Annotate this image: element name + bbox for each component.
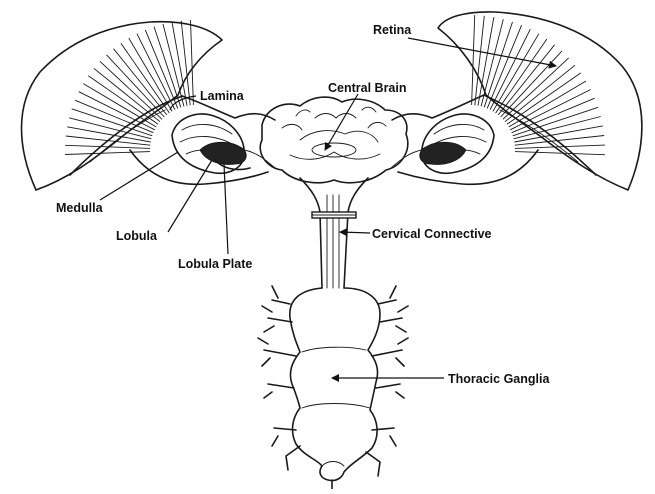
ommatidium-ray: [163, 24, 184, 106]
label-lobula-plate: Lobula Plate: [178, 257, 252, 271]
label-medulla: Medulla: [56, 201, 104, 215]
left-retina-ommatidia: [65, 20, 193, 154]
ommatidium-ray: [181, 21, 190, 106]
right-lobula: [420, 142, 466, 164]
label-retina: Retina: [373, 23, 412, 37]
ommatidium-ray: [514, 126, 603, 142]
ommatidium-ray: [472, 15, 475, 105]
label-central-brain: Central Brain: [328, 81, 407, 95]
ommatidium-ray: [129, 38, 172, 111]
ommatidium-ray: [514, 117, 601, 139]
left-retina: [22, 20, 223, 190]
left-lobula: [200, 142, 246, 164]
ommatidium-ray: [481, 19, 503, 106]
ommatidium-ray: [490, 29, 530, 110]
label-lamina: Lamina: [200, 89, 245, 103]
lobula-plate-leader: [224, 164, 228, 254]
right-retina: [438, 12, 642, 190]
ommatidium-ray: [69, 118, 151, 139]
labels: Retina Lamina Central Brain Medulla Lobu…: [56, 23, 550, 386]
ommatidium-ray: [487, 25, 521, 108]
cervical-connective-leader: [340, 232, 370, 233]
ommatidium-ray: [515, 152, 605, 155]
thoracic-ganglia: [258, 286, 408, 489]
lobula-leader: [168, 160, 212, 232]
head-outline: [130, 95, 538, 184]
ommatidium-ray: [512, 98, 595, 133]
label-cervical-connective: Cervical Connective: [372, 227, 492, 241]
ommatidium-ray: [475, 16, 485, 106]
ommatidium-ray: [510, 90, 591, 130]
ommatidium-ray: [145, 30, 178, 109]
label-lobula: Lobula: [116, 229, 158, 243]
ommatidium-ray: [65, 152, 150, 155]
central-brain: [260, 97, 408, 183]
label-thoracic-ganglia: Thoracic Ganglia: [448, 372, 550, 386]
ommatidium-ray: [191, 20, 194, 105]
ommatidium-ray: [515, 136, 605, 146]
medulla-leader: [100, 152, 178, 200]
